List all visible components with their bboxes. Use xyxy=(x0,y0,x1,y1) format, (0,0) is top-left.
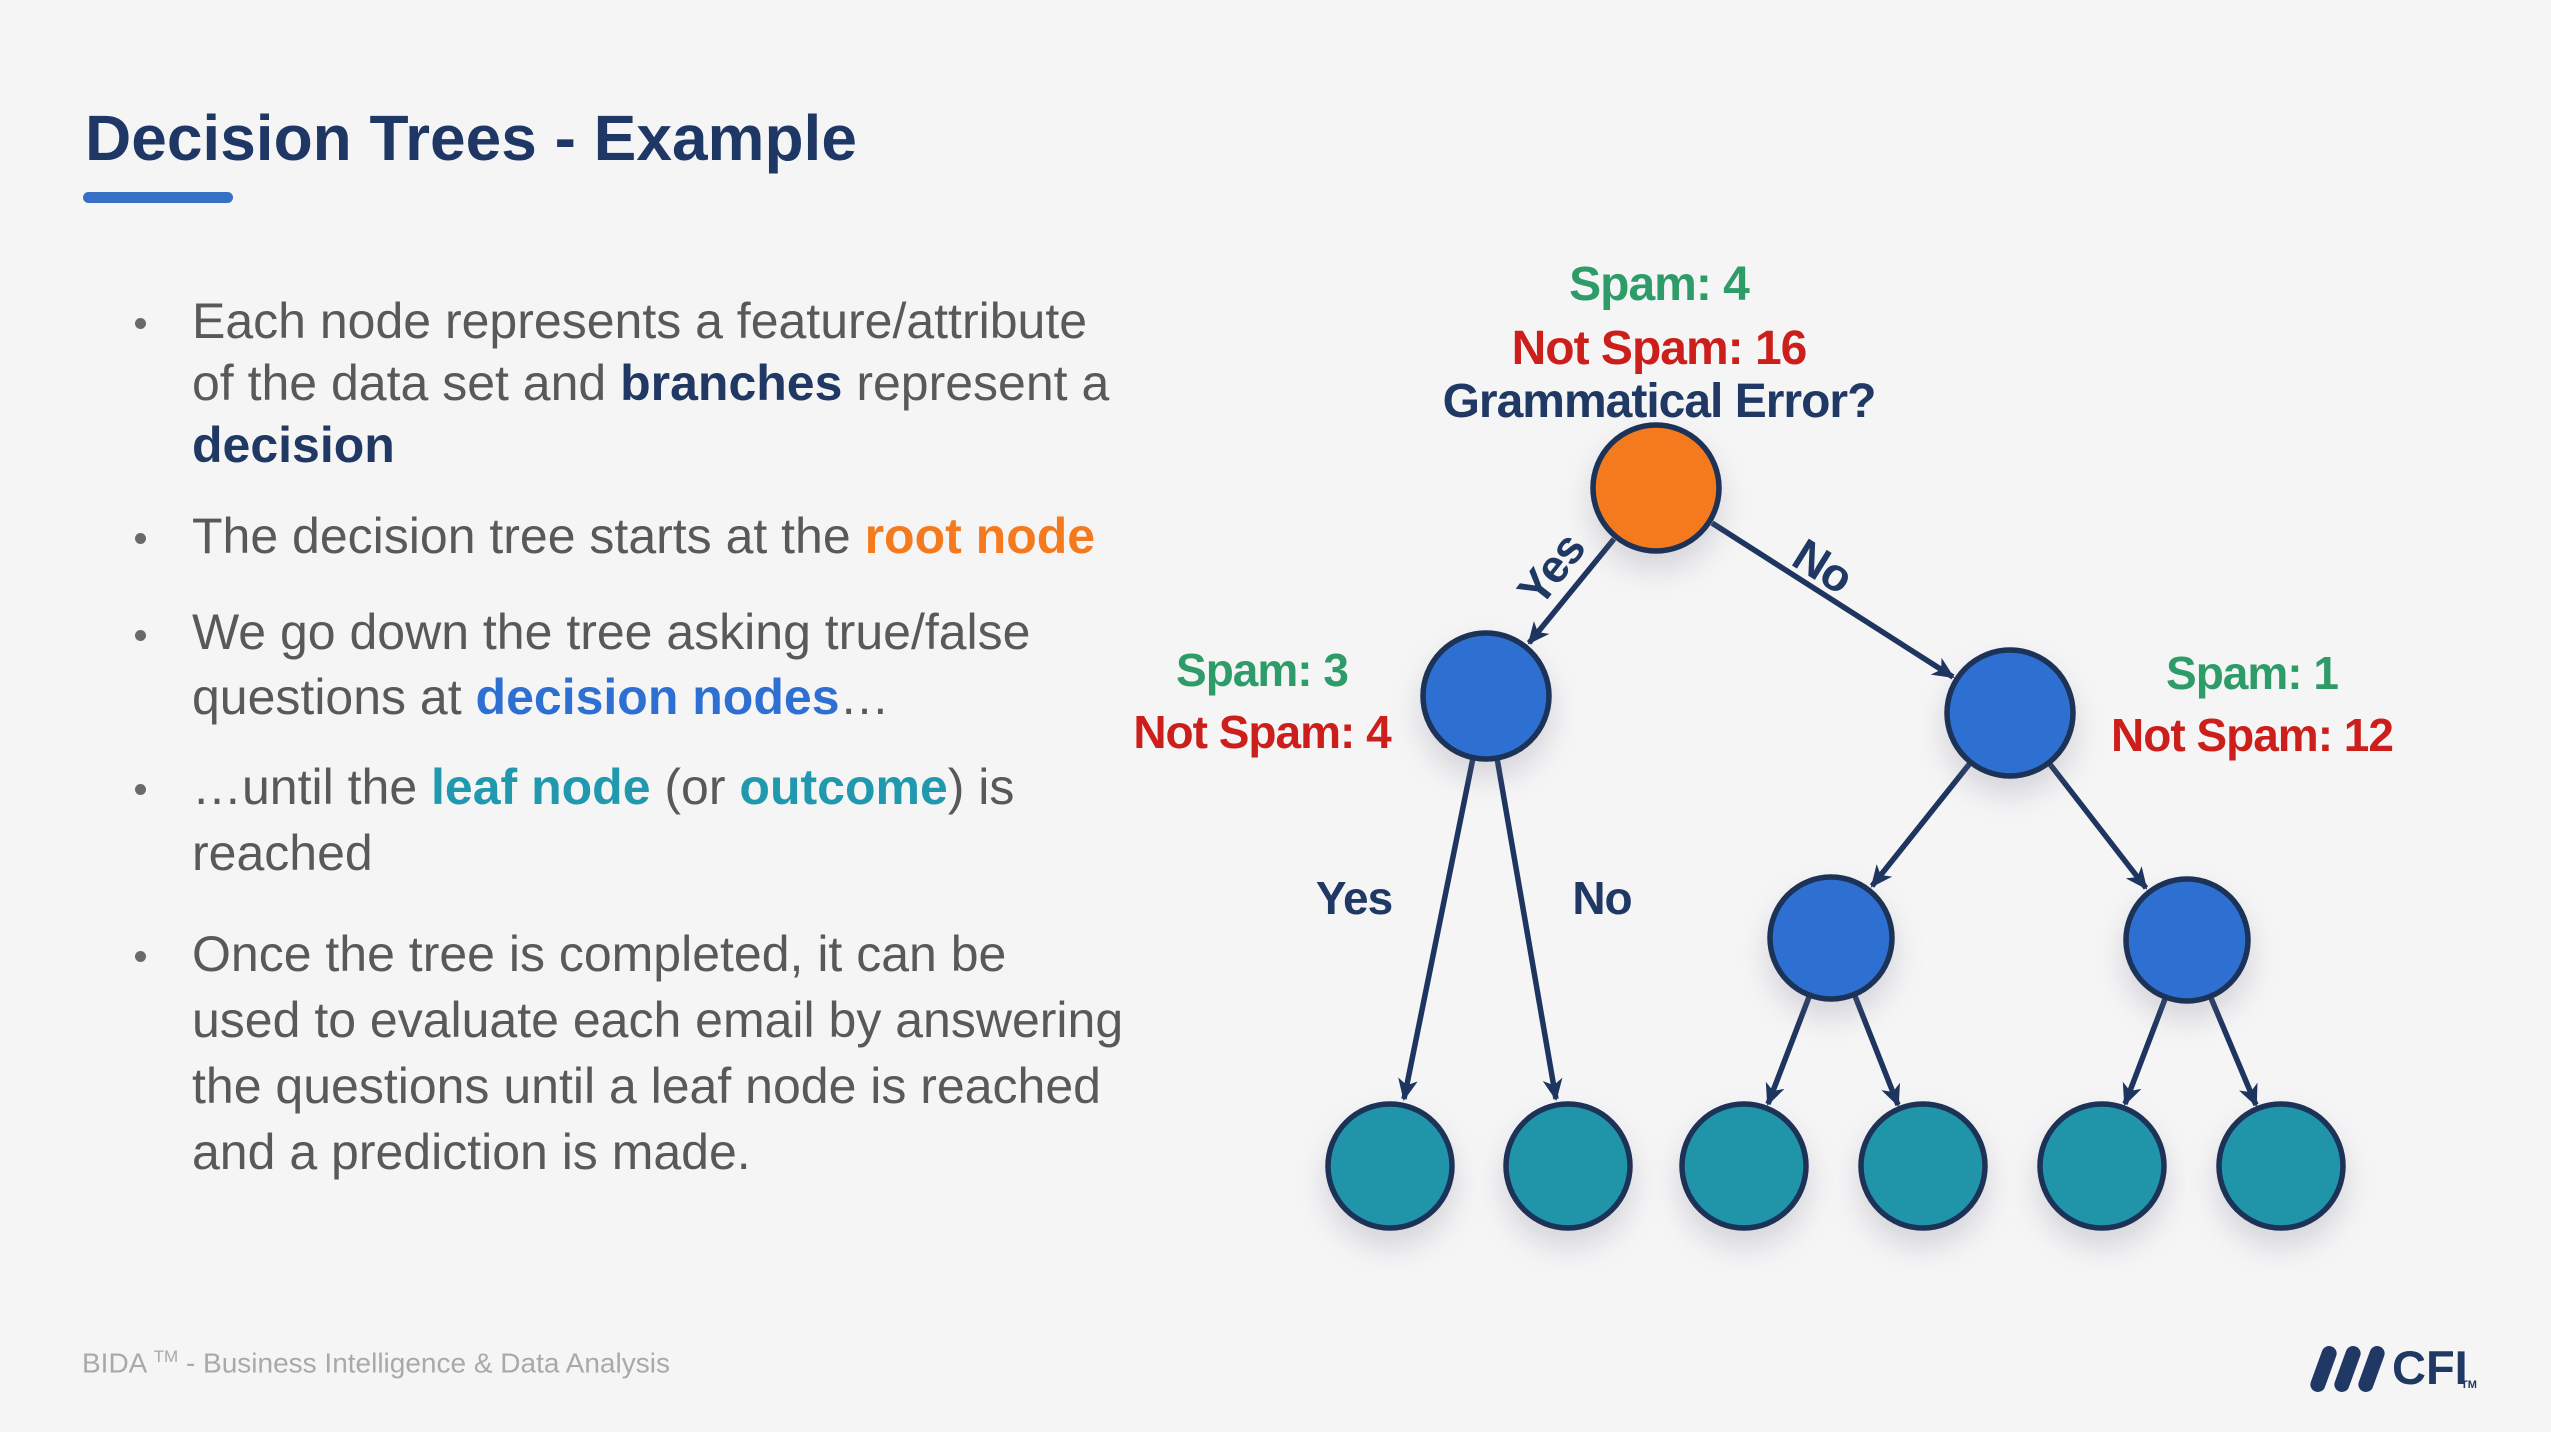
svg-text:Spam: 3: Spam: 3 xyxy=(1176,644,1348,696)
svg-text:Not Spam: 12: Not Spam: 12 xyxy=(2111,709,2393,761)
svg-text:Spam: 1: Spam: 1 xyxy=(2166,647,2338,699)
svg-text:Not Spam: 4: Not Spam: 4 xyxy=(1133,706,1392,758)
svg-text:No: No xyxy=(1784,528,1862,604)
svg-text:Yes: Yes xyxy=(1507,523,1595,615)
svg-text:TM: TM xyxy=(2461,1379,2477,1391)
svg-text:Spam: 4: Spam: 4 xyxy=(1569,258,1750,311)
svg-text:Not Spam: 16: Not Spam: 16 xyxy=(1512,322,1807,375)
svg-text:No: No xyxy=(1572,872,1631,924)
svg-text:CFI: CFI xyxy=(2392,1341,2468,1394)
svg-text:Grammatical Error?: Grammatical Error? xyxy=(1443,375,1876,428)
svg-text:Yes: Yes xyxy=(1316,872,1392,924)
